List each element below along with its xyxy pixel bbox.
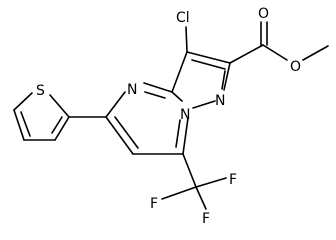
bond-cf3-f-left — [161, 186, 197, 200]
bond-n1-n7a — [192, 100, 216, 109]
bond-n4-c5 — [105, 91, 126, 118]
bond-c2-n1 — [223, 62, 231, 91]
pyrazole-ring — [171, 51, 231, 109]
bond-c7-n7a — [182, 117, 189, 155]
bond-thiophene-c5-c4-inner — [20, 111, 31, 137]
carbonyl-oxygen-label: O — [258, 6, 269, 22]
bond-thiophene-c3-c2 — [54, 116, 70, 141]
fluorine-atom-label-bottom: F — [202, 211, 210, 227]
nitrogen-atom-label-left: N — [127, 82, 137, 98]
sulfur-atom-label: S — [36, 83, 45, 99]
bond-cf3-f-right — [195, 177, 227, 188]
trifluoromethyl-group: F F F — [150, 153, 237, 227]
pyrimidine-ring — [105, 82, 189, 155]
bond-c5-c6-inner — [114, 116, 139, 149]
bond-c7-n7a-inner — [175, 119, 181, 148]
molecule-structure: Cl O O N N N S F F F — [13, 6, 329, 227]
bond-c3-c2-inner — [191, 59, 226, 70]
bond-carbonyl-o-ester — [262, 44, 288, 61]
bond-c7-cf3 — [182, 153, 197, 188]
fluorine-atom-label-left: F — [150, 196, 158, 212]
nitrogen-atom-label-bridge: N — [180, 107, 190, 123]
bond-thiophene-s-c5 — [13, 92, 33, 111]
bond-n7a-c3a — [171, 91, 183, 102]
bond-n1-c2-double — [221, 70, 226, 90]
bond-thiophene-c5-c4 — [13, 109, 25, 141]
fluorine-atom-label-right: F — [229, 172, 237, 188]
bond-o-methyl — [302, 45, 329, 61]
methyl-ester-group: O O — [229, 6, 329, 75]
nitrogen-atom-label-right: N — [215, 93, 225, 109]
bond-c5-c6 — [105, 116, 134, 155]
bond-c3a-n4 — [143, 82, 173, 93]
bond-c2-carbonyl — [229, 44, 264, 64]
ester-oxygen-label: O — [290, 59, 301, 75]
bond-c3-c2 — [186, 51, 231, 64]
chlorine-atom-label: Cl — [176, 10, 190, 26]
bond-cf3-f-bottom — [195, 186, 207, 210]
thiophene-ring: S — [13, 83, 107, 141]
bond-c3-c3a — [171, 51, 188, 93]
bond-thiophene-c3-c2-inner — [51, 116, 63, 134]
bond-c3-cl — [185, 26, 188, 53]
bond-c3a-n4-inner — [144, 91, 166, 99]
bond-thiophene-c2-s — [49, 94, 70, 118]
